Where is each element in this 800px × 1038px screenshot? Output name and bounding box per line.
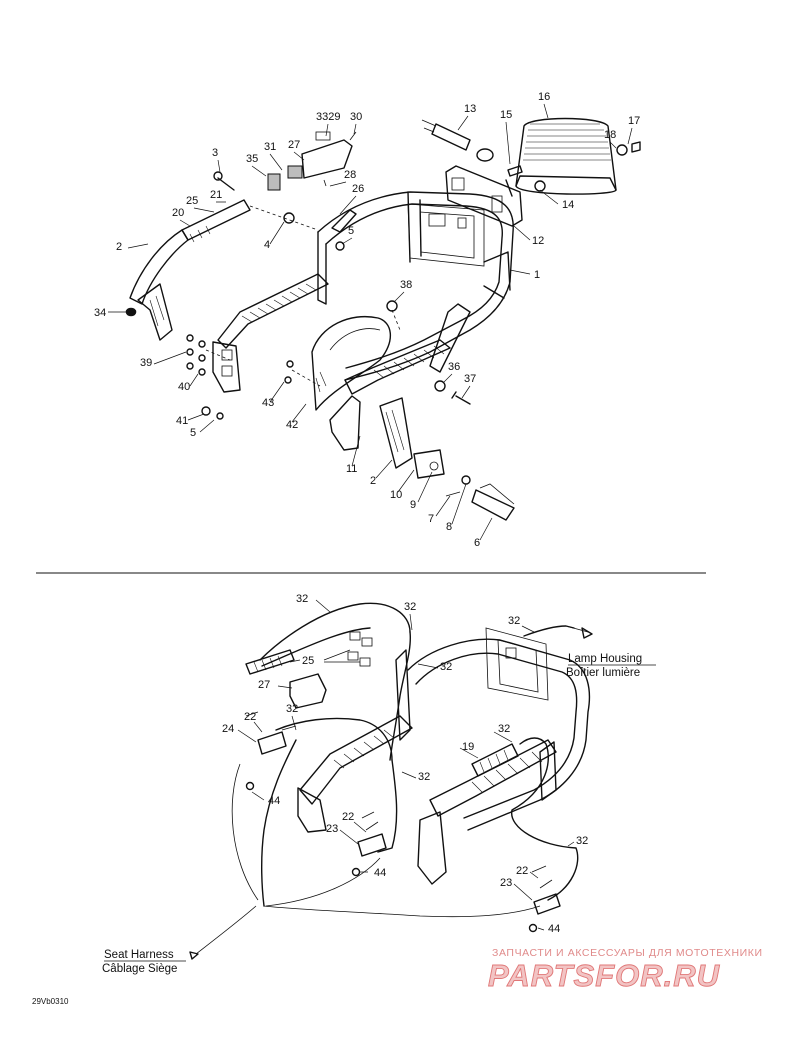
callout-label: 37: [464, 373, 476, 385]
callout-label: 44: [548, 923, 560, 935]
lamp-housing-label-fr: Boîtier lumière: [566, 667, 640, 679]
callout-label: 2: [370, 475, 376, 487]
top-exploded-view: 16 13 3329 30 15 17 18 31 27 35 3 28 26 …: [94, 91, 641, 549]
callout-label: 32: [576, 835, 588, 847]
left-handle: [125, 199, 319, 341]
callout-label: 17: [628, 115, 640, 127]
callout-label: 20: [172, 207, 184, 219]
callout-label: 13: [464, 103, 476, 115]
callout-label: 32: [498, 723, 510, 735]
callout-label: 32: [508, 615, 520, 627]
drawing-code: 29Vb0310: [32, 997, 69, 1006]
callout-label: 42: [286, 419, 298, 431]
callout-label: 22: [244, 711, 256, 723]
taillight: [515, 117, 617, 195]
callout-label: 15: [500, 109, 512, 121]
callout-label: 26: [352, 183, 364, 195]
wiring-harness: [195, 602, 593, 955]
callout-label: 19: [462, 741, 474, 753]
callout-label: 32: [286, 703, 298, 715]
seat-cowl: [311, 316, 391, 411]
callout-label: 23: [326, 823, 338, 835]
callout-label: 21: [210, 189, 222, 201]
watermark-logo: PARTSFOR.RU: [488, 958, 721, 993]
top-leader-lines: [108, 103, 633, 541]
callout-label: 38: [400, 279, 412, 291]
callout-label: 27: [288, 139, 300, 151]
callout-label: 5: [190, 427, 196, 439]
callout-label: 44: [374, 867, 386, 879]
fasteners-top: [186, 171, 471, 420]
callout-label: 2: [116, 241, 122, 253]
bottom-callouts: 32 32 32 25 32 27 32 22 24 32 19 32 44 2…: [222, 593, 588, 935]
seat-harness-label-en: Seat Harness: [104, 949, 174, 961]
callout-label: 5: [348, 225, 354, 237]
callout-label: 4: [264, 239, 270, 251]
right-handle: [379, 397, 515, 521]
callout-label: 3: [212, 147, 218, 159]
lamp-bracket: [445, 165, 523, 227]
callout-label: 25: [186, 195, 198, 207]
wiring-notes: Lamp Housing Boîtier lumière Seat Harnes…: [102, 653, 656, 975]
callout-label: 3329: [316, 111, 340, 123]
callout-label: 32: [418, 771, 430, 783]
right-side-rail: [329, 303, 471, 451]
bottom-leader-lines: [237, 599, 575, 931]
callout-label: 7: [428, 513, 434, 525]
callout-label: 6: [474, 537, 480, 549]
callout-label: 40: [178, 381, 190, 393]
callout-label: 25: [302, 655, 314, 667]
callout-label: 1: [534, 269, 540, 281]
top-callouts: 16 13 3329 30 15 17 18 31 27 35 3 28 26 …: [94, 91, 640, 549]
callout-label: 10: [390, 489, 402, 501]
callout-label: 30: [350, 111, 362, 123]
callout-label: 22: [516, 865, 528, 877]
switch-housing: [267, 131, 357, 191]
callout-label: 44: [268, 795, 280, 807]
callout-label: 27: [258, 679, 270, 691]
callout-label: 12: [532, 235, 544, 247]
grab-handle-frame: [317, 191, 514, 381]
callout-label: 24: [222, 723, 234, 735]
callout-label: 8: [446, 521, 452, 533]
callout-label: 14: [562, 199, 574, 211]
callout-label: 22: [342, 811, 354, 823]
callout-label: 18: [604, 129, 616, 141]
lamp-housing-label-en: Lamp Housing: [568, 653, 642, 665]
bottom-wiring-view: 32 32 32 25 32 27 32 22 24 32 19 32 44 2…: [102, 593, 656, 975]
callout-label: 35: [246, 153, 258, 165]
callout-label: 32: [404, 601, 416, 613]
watermark: ЗАПЧАСТИ И АКСЕССУАРЫ ДЛЯ МОТОТЕХНИКИ PA…: [488, 947, 763, 993]
watermark-tagline: ЗАПЧАСТИ И АКСЕССУАРЫ ДЛЯ МОТОТЕХНИКИ: [492, 947, 763, 959]
callout-label: 39: [140, 357, 152, 369]
callout-label: 23: [500, 877, 512, 889]
left-side-rail: [212, 209, 357, 393]
connectors: [245, 631, 561, 933]
callout-label: 32: [296, 593, 308, 605]
bulb-socket: [421, 119, 494, 162]
callout-label: 34: [94, 307, 106, 319]
callout-label: 28: [344, 169, 356, 181]
callout-label: 9: [410, 499, 416, 511]
callout-label: 16: [538, 91, 550, 103]
callout-label: 11: [346, 463, 357, 475]
callout-label: 41: [176, 415, 188, 427]
seat-harness-label-fr: Câblage Siège: [102, 963, 177, 975]
callout-label: 36: [448, 361, 460, 373]
lamp-hardware: [505, 141, 641, 197]
callout-label: 32: [440, 661, 452, 673]
callout-label: 31: [264, 141, 276, 153]
